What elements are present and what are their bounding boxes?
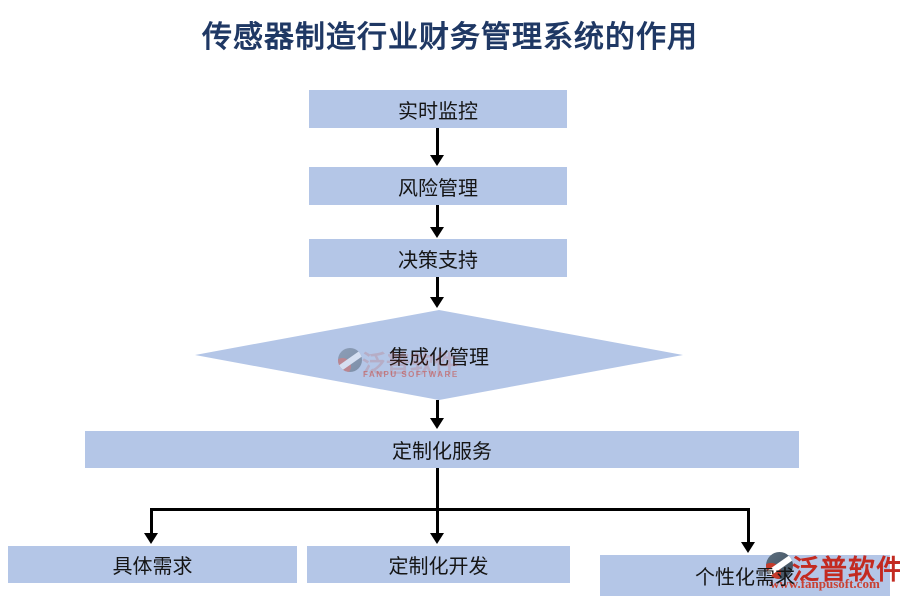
- connector-line: [436, 511, 439, 534]
- arrow-down-icon: [741, 542, 755, 553]
- arrow-down-icon: [430, 533, 444, 544]
- connector-stem: [436, 468, 439, 509]
- connector-line: [436, 400, 439, 419]
- node-realtime-monitoring: 实时监控: [309, 90, 567, 128]
- brand-name: 泛普软件: [792, 555, 900, 585]
- connector-line: [436, 277, 439, 298]
- brand-url: www.fanpusoft.com: [770, 576, 880, 591]
- node-label: 个性化需求: [695, 567, 795, 589]
- connector-line: [436, 205, 439, 228]
- watermark-subtext: FANPU SOFTWARE: [363, 370, 459, 379]
- connector-line: [150, 508, 153, 534]
- arrow-down-icon: [144, 533, 158, 544]
- node-customized-development: 定制化开发: [307, 546, 570, 583]
- fanpu-logo-watermark-icon: [338, 348, 362, 372]
- arrow-down-icon: [430, 227, 444, 238]
- node-risk-management: 风险管理: [309, 167, 567, 205]
- node-personalized-needs: 个性化需求: [600, 555, 890, 596]
- node-customized-service: 定制化服务: [85, 431, 799, 468]
- node-label: 具体需求: [112, 556, 193, 578]
- connector-line: [747, 508, 750, 543]
- node-label: 风险管理: [398, 177, 478, 200]
- arrow-down-icon: [430, 418, 444, 429]
- watermark-text: 泛普软件: [362, 352, 458, 378]
- node-label: 集成化管理: [389, 346, 489, 369]
- connector-branch-bar: [150, 508, 750, 511]
- node-label: 定制化开发: [388, 556, 489, 578]
- arrow-down-icon: [430, 155, 444, 166]
- page-title: 传感器制造行业财务管理系统的作用: [202, 21, 698, 54]
- node-label: 决策支持: [398, 249, 478, 272]
- connector-line: [436, 128, 439, 156]
- fanpu-logo-icon: [766, 552, 793, 579]
- node-specific-needs: 具体需求: [8, 546, 297, 583]
- node-label: 实时监控: [398, 100, 478, 123]
- node-decision-support: 决策支持: [309, 239, 567, 277]
- node-label: 定制化服务: [392, 441, 492, 463]
- arrow-down-icon: [430, 297, 444, 308]
